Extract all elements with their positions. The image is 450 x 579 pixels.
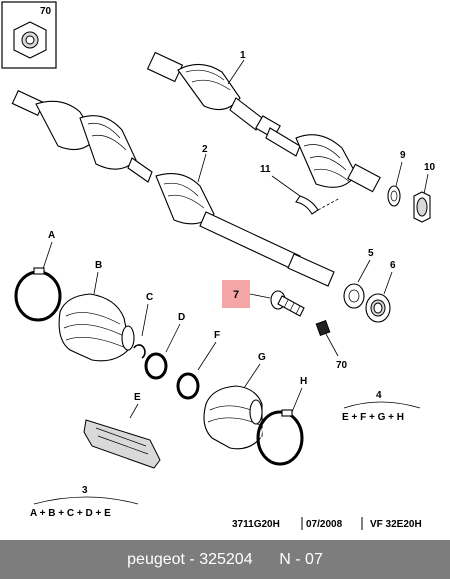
- kit-3-formula: A + B + C + D + E: [30, 508, 111, 519]
- callout-F: F: [214, 330, 220, 341]
- kit-4-formula: E + F + G + H: [342, 412, 404, 423]
- callout-3: 3: [82, 485, 88, 496]
- callout-70-inset: 70: [40, 6, 52, 17]
- boot-b: B: [58, 260, 135, 362]
- callout-A: A: [48, 230, 55, 241]
- footer-page: N - 07: [279, 550, 323, 568]
- reference-date: 07/2008: [306, 519, 343, 530]
- callout-5: 5: [368, 248, 374, 259]
- footer-part-number: 325204: [199, 550, 253, 568]
- kit-3: 3 A + B + C + D + E: [30, 485, 139, 519]
- inset-nut-70: 70: [1, 1, 57, 69]
- ring-d: D: [144, 312, 185, 380]
- footer-brand: peugeot: [127, 550, 185, 568]
- clip-11: 11: [260, 164, 341, 215]
- hub-nut-10: 10: [413, 162, 436, 223]
- clamp-a: A: [14, 230, 62, 322]
- bearing-6: 6: [365, 260, 396, 323]
- reference-variant: VF 32E20H: [370, 519, 422, 530]
- exploded-parts-diagram: 70 1 2 11: [1, 1, 436, 530]
- highlight-box-7: [222, 280, 250, 308]
- callout-6: 6: [390, 260, 396, 271]
- callout-G: G: [258, 352, 266, 363]
- callout-1: 1: [240, 50, 246, 61]
- reference-codes: 3711G20H 07/2008 VF 32E20H: [232, 517, 422, 530]
- kit-4: 4 E + F + G + H: [342, 390, 421, 423]
- callout-4: 4: [376, 390, 382, 401]
- callout-B: B: [95, 260, 102, 271]
- callout-10: 10: [424, 162, 436, 173]
- footer-bar: peugeot - 325204 N - 07: [0, 540, 450, 579]
- grease-pack-e: E: [83, 392, 161, 469]
- callout-11: 11: [260, 164, 271, 175]
- ring-5: 5: [343, 248, 374, 309]
- driveshaft-1: [146, 51, 381, 193]
- circlip-c: C: [133, 292, 153, 359]
- callout-7: 7: [233, 289, 239, 301]
- boot-g: G: [203, 352, 266, 450]
- callout-2: 2: [202, 144, 208, 155]
- callout-C: C: [146, 292, 153, 303]
- bolt-7: 7: [222, 280, 305, 317]
- reference-code: 3711G20H: [232, 519, 280, 530]
- callout-D: D: [178, 312, 185, 323]
- callout-E: E: [134, 392, 141, 403]
- nut-70: 70: [315, 320, 348, 371]
- footer-gap: [253, 551, 280, 569]
- washer-9: 9: [387, 150, 406, 207]
- driveshaft-2: [11, 90, 335, 287]
- callout-9: 9: [400, 150, 406, 161]
- clamp-h: H: [256, 376, 307, 466]
- footer-sep-1: -: [184, 550, 200, 568]
- callout-70: 70: [336, 360, 348, 371]
- callout-H: H: [300, 376, 307, 387]
- ring-f: F: [176, 330, 220, 400]
